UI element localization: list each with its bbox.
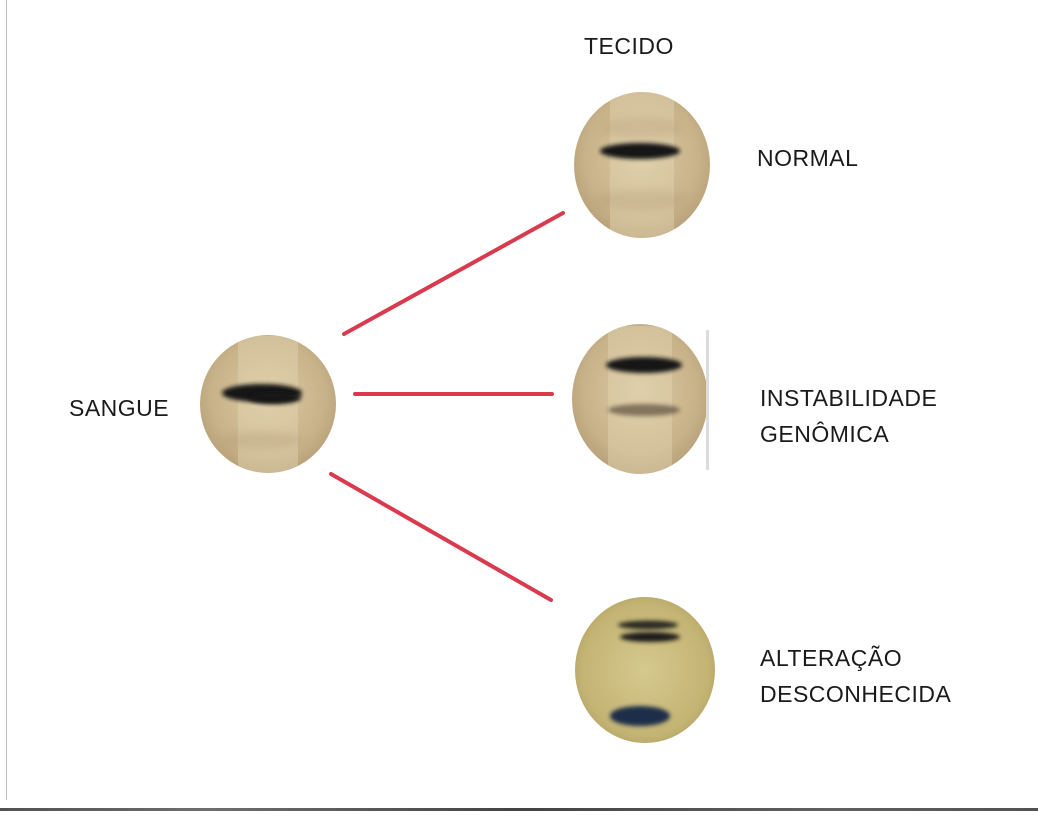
connector-to-normal [344,213,563,334]
tissue-header: TECIDO [584,28,674,64]
outcome-normal-label: NORMAL [757,140,858,176]
gel-band [620,632,680,642]
gel-sangue [200,335,336,476]
gel-band [618,621,678,630]
outcome-unknown-label: ALTERAÇÃO DESCONHECIDA [760,640,951,712]
gel-band-faint [608,404,680,416]
outcome-instability-label: INSTABILIDADE GENÔMICA [760,380,937,452]
outcome-instability-line2: GENÔMICA [760,416,937,452]
gel-unknown [575,597,715,743]
source-label: SANGUE [69,390,169,426]
outcome-instability-line1: INSTABILIDADE [760,380,937,416]
outcome-unknown-line2: DESCONHECIDA [760,676,951,712]
gel-normal [574,92,710,242]
gel-band [606,357,682,373]
page-bottom-border [0,808,1038,811]
gel-instability [572,324,709,476]
connector-to-unknown [331,474,551,600]
connector-lines [331,213,563,600]
gel-band-blue [610,706,670,726]
gel-band [249,392,301,404]
gel-band [600,143,680,159]
outcome-unknown-line1: ALTERAÇÃO [760,640,951,676]
